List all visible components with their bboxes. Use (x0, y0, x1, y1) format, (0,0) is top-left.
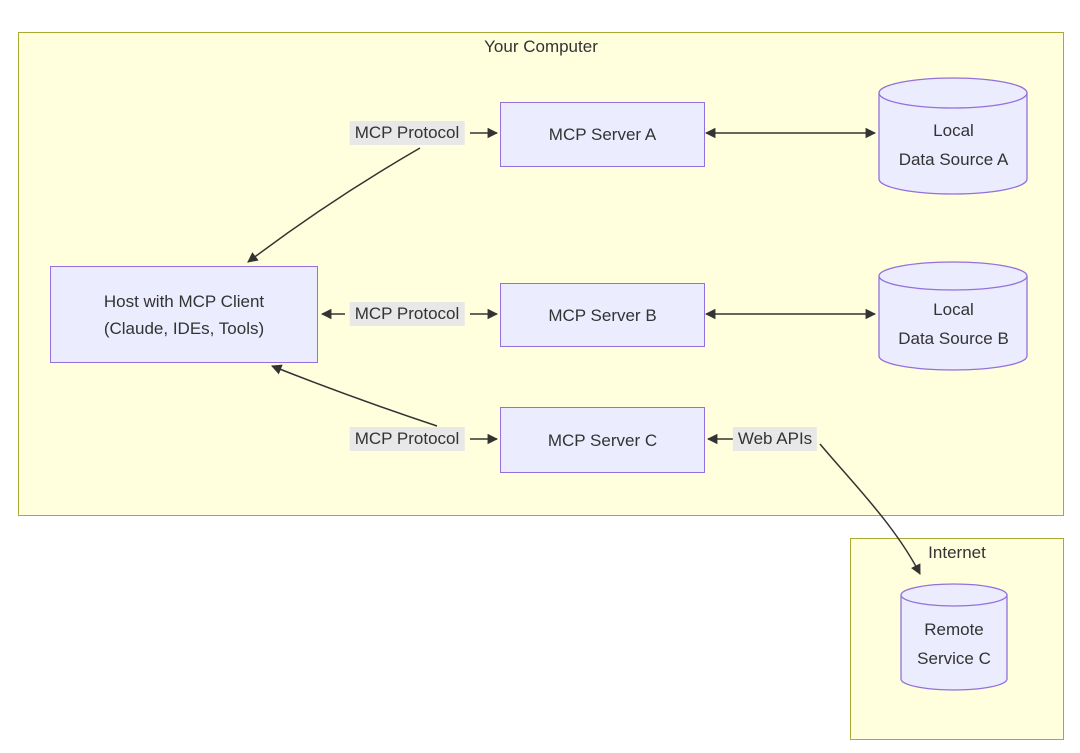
cluster-internet-label: Internet (928, 543, 986, 562)
node-mcp-server-b-label: MCP Server B (548, 305, 657, 325)
cylinder-icon (878, 77, 1028, 195)
node-host: Host with MCP Client (Claude, IDEs, Tool… (50, 266, 318, 363)
data-source-b-line2: Data Source B (898, 329, 1009, 348)
node-host-line2: (Claude, IDEs, Tools) (103, 318, 265, 338)
cylinder-icon (878, 261, 1028, 371)
node-local-data-source-a: Local Data Source A (878, 76, 1029, 196)
edge-label-mcp-protocol-a: MCP Protocol (349, 121, 465, 145)
edge-label-web-apis: Web APIs (732, 427, 818, 451)
node-mcp-server-a: MCP Server A (500, 102, 705, 167)
cluster-your-computer-label: Your Computer (484, 37, 598, 56)
node-mcp-server-c-label: MCP Server C (547, 430, 658, 450)
edge-label-mcp-protocol-b: MCP Protocol (349, 302, 465, 326)
node-local-data-source-b: Local Data Source B (878, 260, 1029, 372)
node-remote-service-c: Remote Service C (900, 582, 1008, 692)
node-mcp-server-a-label: MCP Server A (548, 125, 657, 144)
data-source-b-line1: Local (933, 300, 974, 319)
node-host-line1: Host with MCP Client (103, 291, 265, 311)
data-source-a-line2: Data Source A (898, 149, 1009, 169)
data-source-a-line1: Local (933, 120, 974, 140)
remote-service-c-line2: Service C (917, 648, 991, 668)
node-mcp-server-c: MCP Server C (500, 407, 705, 473)
node-mcp-server-b: MCP Server B (500, 283, 705, 347)
remote-service-c-line1: Remote (924, 619, 984, 639)
cylinder-icon (900, 583, 1008, 691)
edge-label-mcp-protocol-c: MCP Protocol (349, 427, 465, 451)
